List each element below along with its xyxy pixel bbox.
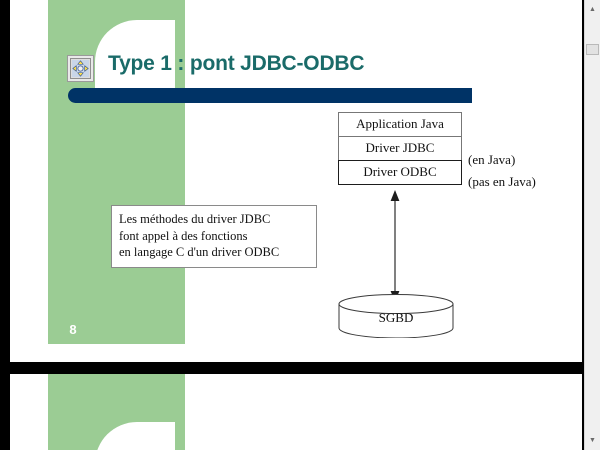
- title-underline-bar: [68, 88, 472, 103]
- stack-box-application-java: Application Java: [338, 112, 462, 137]
- explanation-note-box: Les méthodes du driver JDBC font appel à…: [111, 205, 317, 268]
- slide-page-current[interactable]: 8 Type 1 : pont JDBC-ODBC Application Ja…: [10, 0, 582, 362]
- note-driver-odbc-language: (pas en Java): [468, 174, 536, 189]
- stack-box-driver-odbc: Driver ODBC: [338, 160, 462, 185]
- scroll-down-arrow-icon[interactable]: ▼: [589, 437, 596, 444]
- explanation-line-3: en langage C d'un driver ODBC: [119, 245, 280, 260]
- scrollbar-thumb[interactable]: [586, 44, 599, 55]
- vertical-scrollbar[interactable]: ▲ ▼: [584, 0, 600, 450]
- note-driver-jdbc-language: (en Java): [468, 152, 516, 167]
- slide-page-next[interactable]: [10, 374, 582, 450]
- scroll-up-arrow-icon[interactable]: ▲: [589, 6, 596, 13]
- move-arrows-icon-inner: [70, 58, 91, 79]
- slide-corner-notch: [95, 20, 175, 100]
- connector-arrow-odbc-to-sgbd: [390, 190, 400, 302]
- database-cylinder-sgbd: [338, 294, 454, 338]
- move-arrows-glyph: [72, 60, 89, 77]
- stack-box-driver-jdbc: Driver JDBC: [338, 136, 462, 161]
- explanation-line-2: font appel à des fonctions: [119, 228, 248, 243]
- database-label: SGBD: [378, 310, 414, 325]
- slide-title: Type 1 : pont JDBC-ODBC: [108, 52, 365, 75]
- move-arrows-icon[interactable]: [67, 55, 94, 82]
- architecture-stack: Application Java Driver JDBC Driver ODBC: [338, 112, 462, 185]
- slide-number: 8: [69, 322, 77, 337]
- explanation-line-1: Les méthodes du driver JDBC: [119, 212, 271, 226]
